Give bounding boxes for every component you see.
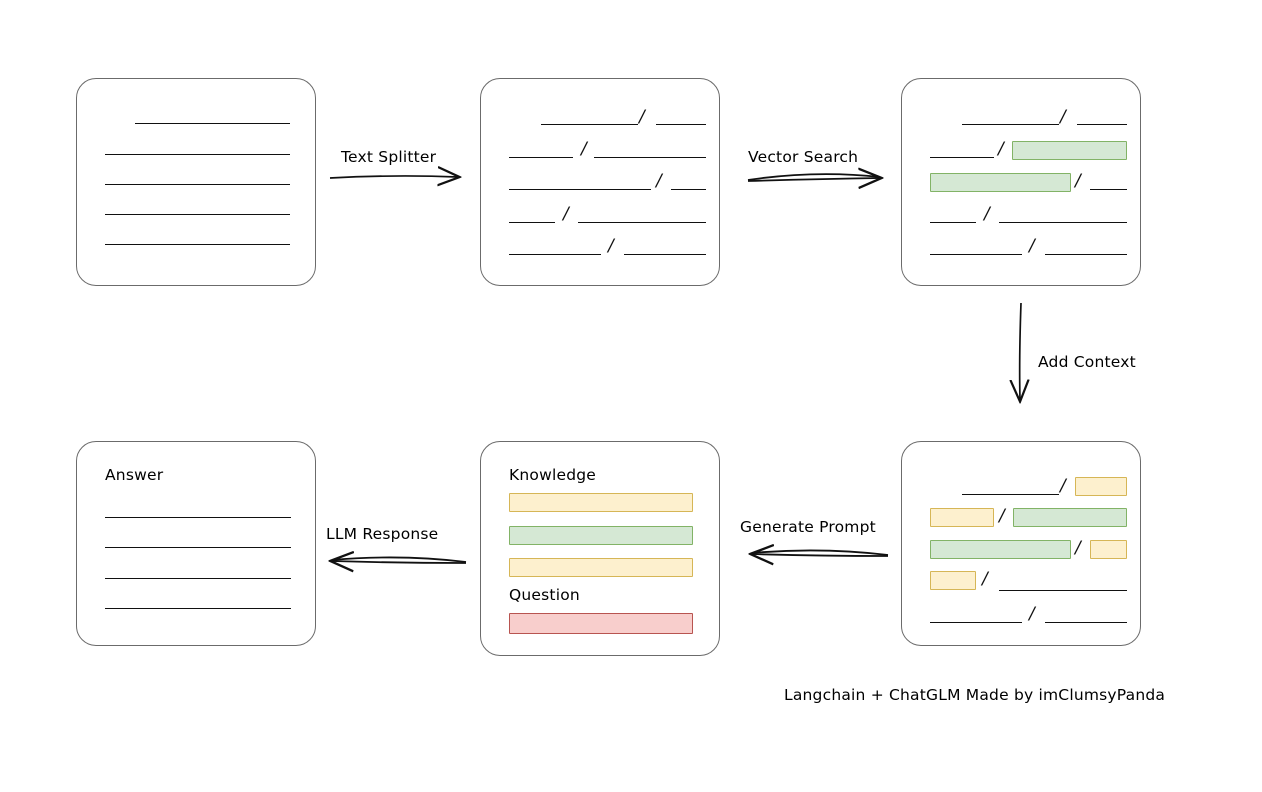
doc-line: [105, 517, 291, 518]
doc-line-segment: [509, 222, 555, 223]
highlight-chip-green: [1013, 508, 1127, 527]
highlight-chip-yellow: [1090, 540, 1127, 559]
doc-line-segment: [962, 124, 1059, 125]
doc-line: [105, 578, 291, 579]
knowledge-bar-green: [509, 526, 693, 545]
arrow-text-splitter: [329, 176, 458, 178]
slash-separator: /: [656, 171, 662, 191]
doc-line: [105, 184, 290, 185]
doc-line-segment: [1045, 622, 1127, 623]
slash-separator: /: [984, 204, 990, 224]
slash-separator: /: [1075, 171, 1081, 191]
doc-line-segment: [509, 254, 601, 255]
doc-line-segment: [624, 254, 706, 255]
answer-label: Answer: [105, 466, 164, 484]
arrow-add-context: [1020, 302, 1021, 400]
node-context-document[interactable]: / / / / /: [901, 441, 1141, 646]
doc-line-segment: [1090, 189, 1127, 190]
doc-line-segment: [509, 189, 651, 190]
slash-separator: /: [1075, 538, 1081, 558]
edge-label-llm-response: LLM Response: [326, 525, 439, 543]
doc-line-segment: [962, 494, 1059, 495]
slash-separator: /: [998, 139, 1004, 159]
knowledge-bar-yellow: [509, 558, 693, 577]
doc-line-segment: [671, 189, 706, 190]
doc-line: [105, 244, 290, 245]
slash-separator: /: [1060, 476, 1066, 496]
doc-line: [135, 123, 290, 124]
footer-credit: Langchain + ChatGLM Made by imClumsyPand…: [784, 686, 1166, 704]
node-prompt[interactable]: Knowledge Question: [480, 441, 720, 656]
prompt-question-label: Question: [509, 586, 580, 604]
slash-separator: /: [563, 204, 569, 224]
doc-line-segment: [999, 222, 1127, 223]
doc-line: [105, 608, 291, 609]
doc-line-segment: [656, 124, 706, 125]
doc-line-segment: [594, 157, 706, 158]
prompt-knowledge-label: Knowledge: [509, 466, 597, 484]
doc-line-segment: [930, 222, 976, 223]
question-bar-red: [509, 613, 693, 634]
slash-separator: /: [1060, 107, 1066, 127]
doc-line: [105, 214, 290, 215]
node-split-document[interactable]: / / / / /: [480, 78, 720, 286]
highlight-chip-green: [930, 173, 1071, 192]
edge-label-add-context: Add Context: [1038, 353, 1136, 371]
doc-line-segment: [1045, 254, 1127, 255]
node-answer[interactable]: Answer: [76, 441, 316, 646]
doc-line-segment: [930, 157, 994, 158]
doc-line-segment: [999, 590, 1127, 591]
highlight-chip-yellow: [930, 571, 976, 590]
highlight-chip-green: [930, 540, 1071, 559]
slash-separator: /: [608, 236, 614, 256]
doc-line-segment: [930, 622, 1022, 623]
knowledge-bar-yellow: [509, 493, 693, 512]
node-source-document[interactable]: [76, 78, 316, 286]
doc-line-segment: [930, 254, 1022, 255]
slash-separator: /: [1029, 236, 1035, 256]
doc-line-segment: [509, 157, 573, 158]
arrow-generate-prompt: [752, 550, 889, 556]
arrow-vector-search: [747, 174, 880, 181]
slash-separator: /: [581, 139, 587, 159]
highlight-chip-green: [1012, 141, 1127, 160]
doc-line: [105, 154, 290, 155]
doc-line-segment: [541, 124, 638, 125]
slash-separator: /: [639, 107, 645, 127]
doc-line-segment: [1077, 124, 1127, 125]
edge-label-text-splitter: Text Splitter: [341, 148, 437, 166]
slash-separator: /: [982, 569, 988, 589]
doc-line-segment: [578, 222, 706, 223]
edge-label-generate-prompt: Generate Prompt: [740, 518, 876, 536]
doc-line: [105, 547, 291, 548]
highlight-chip-yellow: [1075, 477, 1127, 496]
node-vector-matched-document[interactable]: / / / / /: [901, 78, 1141, 286]
slash-separator: /: [1029, 604, 1035, 624]
arrow-llm-response: [332, 557, 467, 563]
edge-label-vector-search: Vector Search: [748, 148, 859, 166]
highlight-chip-yellow: [930, 508, 994, 527]
slash-separator: /: [999, 506, 1005, 526]
